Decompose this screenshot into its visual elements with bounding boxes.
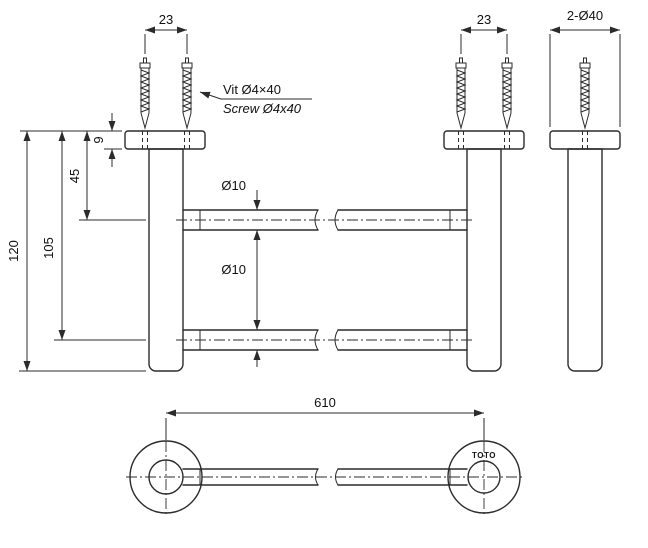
side-flange <box>549 130 621 150</box>
dim-label-overall-length: 610 <box>314 395 336 410</box>
dim-ext-lines <box>460 34 508 54</box>
screw-icon <box>455 57 467 150</box>
plan-bar-edges <box>182 468 468 486</box>
screw-icon <box>139 57 151 150</box>
bottom-view: TOTO <box>126 440 524 515</box>
front-view <box>124 57 525 372</box>
dim-label-flange-callout: 2-Ø40 <box>567 8 603 23</box>
upper-bar <box>176 209 474 231</box>
upper-bar-edges <box>182 209 468 231</box>
screw-callout-en: Screw Ø4x40 <box>223 101 302 116</box>
dim-label-bar2-dia: Ø10 <box>221 262 246 277</box>
side-view <box>549 57 621 372</box>
screw-callout-fr: Vit Ø4×40 <box>223 82 281 97</box>
dim-label-flange-thickness: 9 <box>91 136 106 143</box>
screw-icon <box>501 57 513 150</box>
screw-icon <box>579 57 591 150</box>
dim-ext-lines <box>549 34 621 127</box>
plan-vertical-centerlines <box>165 441 485 515</box>
dim-ext-lines <box>144 34 188 54</box>
screw-callout-leader <box>199 91 312 100</box>
side-post <box>567 148 603 372</box>
dim-ext-lines <box>19 130 146 372</box>
dim-label-post-length: 120 <box>6 240 21 262</box>
left-post <box>148 148 184 372</box>
dimensions: 23 23 2-Ø40 Vit Ø4×40 Screw Ø4x40 9 45 1… <box>6 8 621 440</box>
dim-label-screw-spacing-left: 23 <box>159 12 173 27</box>
lower-bar-edges <box>182 329 468 351</box>
right-flange <box>443 130 525 150</box>
right-post <box>466 148 502 372</box>
dim-ext-lines <box>165 418 485 440</box>
left-flange <box>124 130 206 150</box>
dim-label-screw-spacing-right: 23 <box>477 12 491 27</box>
lower-bar <box>176 329 474 351</box>
dim-label-bar1-dia: Ø10 <box>221 178 246 193</box>
dim-label-bar1-offset: 45 <box>67 169 82 183</box>
dim-label-bar2-offset: 105 <box>41 237 56 259</box>
screw-icon <box>181 57 193 150</box>
